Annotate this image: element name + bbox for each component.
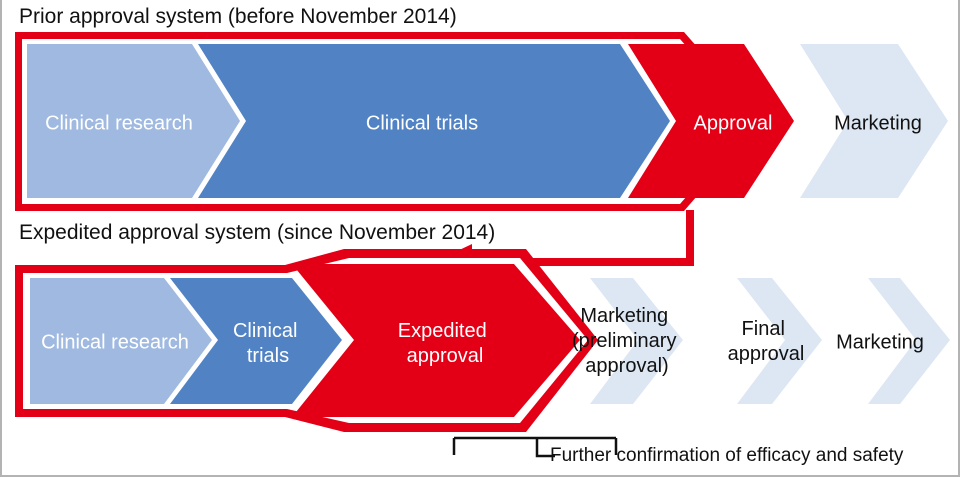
row1-group: Clinical research Clinical trials Approv… [15, 32, 948, 211]
row2-clinical-trials-line1: Clinical [233, 320, 297, 342]
row2-mkt-prelim-line1: Marketing [580, 305, 668, 327]
row1-stage-approval-shape[interactable] [628, 44, 794, 198]
row2-expedited-line2: approval [407, 345, 484, 367]
row2-mkt-prelim-line3: approval) [585, 355, 668, 377]
row2-stage-expedited-approval-shape[interactable] [292, 264, 580, 417]
row2-stage-marketing-preliminary-label: Marketing (preliminary approval) [572, 305, 682, 377]
row1-stage-clinical-trials-shape[interactable] [198, 44, 670, 198]
row1-stage-clinical-research-label: Clinical research [45, 112, 193, 134]
row2-mkt-prelim-line2: (preliminary [572, 330, 676, 352]
row2-final-approval-line1: Final [742, 318, 785, 340]
row2-stage-marketing-shape[interactable] [868, 278, 950, 404]
row2-expedited-line1: Expedited [398, 320, 487, 342]
row1-stage-clinical-research-shape[interactable] [27, 44, 240, 198]
further-confirmation-bracket [452, 436, 618, 458]
row2-stage-clinical-trials-label: Clinical trials [233, 320, 303, 367]
row2-stage-clinical-research-shape[interactable] [30, 278, 212, 404]
row2-clinical-trials-line2: trials [247, 345, 289, 367]
bracket-shape [452, 436, 618, 458]
row2-stage-clinical-trials-shape[interactable] [170, 278, 342, 404]
row1-stage-approval-label: Approval [694, 112, 773, 134]
row2-stage-clinical-research-label: Clinical research [41, 331, 189, 353]
row1-stage-marketing-shape[interactable] [800, 44, 948, 198]
row2-title: Expedited approval system (since Novembe… [19, 221, 496, 244]
row2-group: Clinical research Clinical trials Expedi… [15, 249, 950, 432]
row2-stage-expedited-approval-label: Expedited approval [398, 320, 493, 367]
row1-title: Prior approval system (before November 2… [19, 5, 457, 28]
row2-stage-final-approval-label: Final approval [728, 318, 805, 365]
row1-stage-marketing-label: Marketing [834, 112, 922, 134]
row1-stage-clinical-trials-label: Clinical trials [366, 112, 478, 134]
row2-stage-marketing-label: Marketing [836, 331, 924, 353]
further-confirmation-caption: Further confirmation of efficacy and saf… [550, 445, 904, 466]
row2-stage-final-approval-shape[interactable] [737, 278, 822, 404]
row2-marketing-preliminary-chevron[interactable] [595, 278, 683, 404]
row2-final-approval-line2: approval [728, 343, 805, 365]
